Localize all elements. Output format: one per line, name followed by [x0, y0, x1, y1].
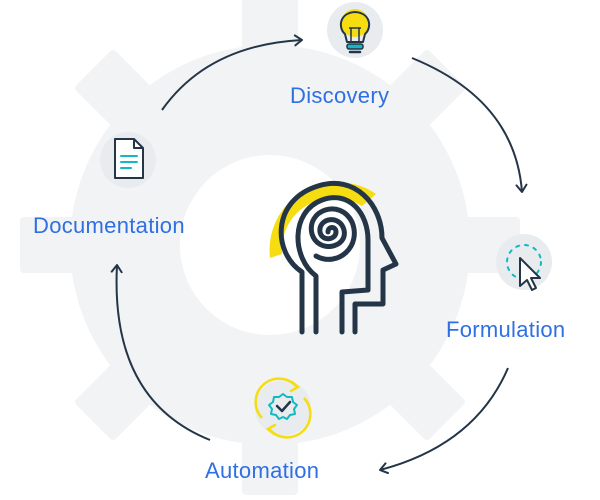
stage-label-automation: Automation — [205, 458, 320, 483]
document-icon — [100, 132, 156, 188]
arrow-discovery-to-formulation — [411, 57, 528, 193]
stage-label-documentation: Documentation — [33, 213, 185, 238]
cursor-click-icon — [496, 234, 552, 291]
stage-label-formulation: Formulation — [446, 317, 566, 342]
background-gear-icon — [20, 0, 520, 495]
arrow-documentation-to-discovery — [161, 34, 303, 111]
head-spiral-icon — [269, 180, 399, 335]
arrow-formulation-to-automation — [379, 367, 509, 475]
stage-label-discovery: Discovery — [290, 83, 390, 108]
automation-badge-icon — [254, 377, 312, 439]
lightbulb-icon — [327, 2, 383, 58]
arrow-automation-to-documentation — [110, 264, 211, 441]
